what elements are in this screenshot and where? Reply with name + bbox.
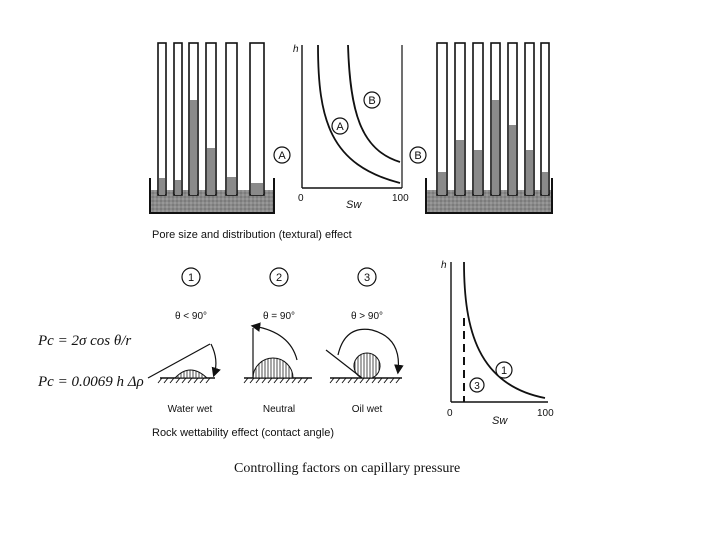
tube	[454, 42, 466, 196]
figure-title: Controlling factors on capillary pressur…	[234, 461, 460, 476]
case-number-circle	[269, 267, 289, 287]
tube	[507, 42, 518, 196]
surface-hatching	[329, 377, 401, 384]
surface-hatching	[243, 377, 309, 384]
tube	[490, 42, 501, 196]
case-angle: θ = 90°	[263, 311, 295, 322]
curve-b-marker: B	[363, 91, 381, 109]
surface-hatching	[157, 377, 211, 384]
top-panel-caption: Pore size and distribution (textural) ef…	[152, 229, 352, 241]
curve-1-label: 1	[501, 365, 507, 377]
capillary-tubes-set-a: A	[149, 42, 291, 214]
bottom-h-sw-chart: h 0 100 Sw 1 3	[441, 260, 554, 427]
x-max-label: 100	[392, 193, 409, 204]
curve-1-marker: 1	[495, 361, 513, 379]
angle-arrow	[210, 343, 221, 378]
tube	[524, 42, 535, 196]
water-droplet	[173, 369, 209, 379]
case-number: 3	[364, 272, 370, 284]
curve-b-label: B	[368, 95, 375, 107]
capillary-tubes-set-b: B	[409, 42, 553, 214]
case-angle: θ < 90°	[175, 311, 207, 322]
marker-a-label: A	[278, 150, 286, 162]
case-water-wet: 1 θ < 90° Water wet	[147, 267, 221, 415]
curve-1	[463, 261, 546, 399]
tube	[436, 42, 448, 196]
case-label: Water wet	[168, 404, 213, 415]
case-oil-wet: 3 θ > 90° Oil wet	[325, 267, 404, 415]
case-number: 2	[276, 272, 282, 284]
x-axis-label: Sw	[346, 199, 362, 211]
equation-capillary-pressure: Pc = 2σ cos θ/r	[37, 333, 131, 349]
tube	[472, 42, 484, 196]
marker-a: A	[273, 146, 291, 164]
tube	[205, 42, 217, 196]
x-max-label: 100	[537, 408, 554, 419]
curve-a	[317, 44, 401, 184]
tube	[173, 42, 183, 196]
case-neutral: 2 θ = 90° Neutral	[243, 267, 312, 415]
case-angle: θ > 90°	[351, 311, 383, 322]
marker-b-label: B	[414, 150, 421, 162]
x-min-label: 0	[447, 408, 453, 419]
reservoir-dish	[149, 178, 275, 214]
x-min-label: 0	[298, 193, 304, 204]
case-label: Oil wet	[352, 404, 383, 415]
tube	[540, 42, 550, 196]
contact-line	[147, 343, 211, 379]
tube	[249, 42, 265, 196]
equation-height-pressure: Pc = 0.0069 h Δρ	[37, 374, 144, 390]
curve-3-marker: 3	[469, 377, 485, 393]
marker-b: B	[409, 146, 427, 164]
neutral-droplet	[252, 357, 294, 379]
curve-a-marker: A	[331, 117, 349, 135]
angle-arrow	[337, 328, 404, 375]
curve-a-label: A	[336, 121, 344, 133]
curve-3-label: 3	[474, 381, 480, 392]
y-axis-label: h	[441, 260, 447, 271]
bottom-panel-caption: Rock wettability effect (contact angle)	[152, 427, 334, 439]
oil-droplet	[353, 352, 381, 379]
tube	[157, 42, 167, 196]
top-h-sw-chart: h 0 100 Sw A B	[293, 44, 409, 211]
case-number-circle	[357, 267, 377, 287]
reservoir-dish	[425, 178, 553, 214]
x-axis-label: Sw	[492, 415, 508, 427]
tube	[188, 42, 199, 196]
angle-arrow	[250, 322, 298, 361]
y-axis-label: h	[293, 44, 299, 55]
contact-line	[325, 349, 363, 379]
case-number: 1	[188, 272, 194, 284]
case-number-circle	[181, 267, 201, 287]
curve-b	[347, 44, 401, 163]
tube	[225, 42, 238, 196]
case-label: Neutral	[263, 404, 295, 415]
